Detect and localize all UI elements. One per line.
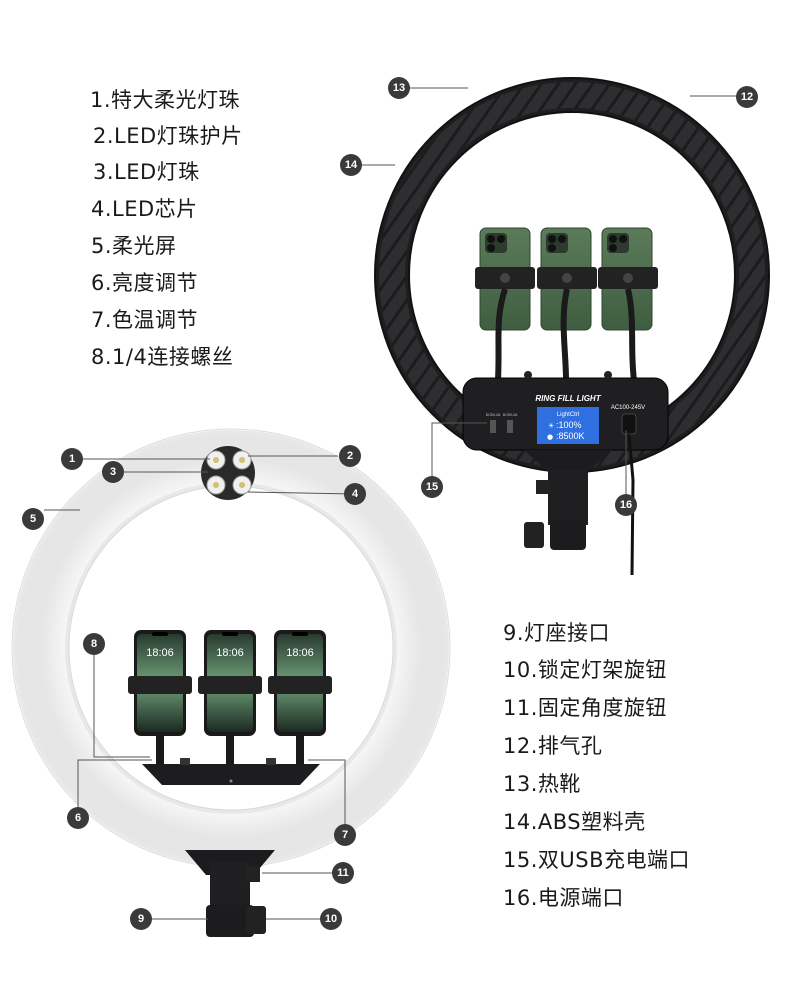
legend-item: 16.电源端口 [503,886,624,910]
brand-label: RING FILL LIGHT [535,394,601,403]
legend-item: 6.亮度调节 [91,271,199,295]
phone-time: 18:06 [146,647,174,659]
brightness-readout: :100% [556,420,582,430]
phone-white-3: 18:06 [268,630,332,736]
callout-4: 4 [344,483,366,505]
leader-lines [44,87,738,920]
legend-item: 7.色温调节 [91,308,199,332]
legend-item: 4.LED芯片 [91,197,198,221]
dark-ring-light: RING FILL LIGHT AC100-245V DC5V-2A DC5V-… [374,77,770,576]
callout-16: 16 [615,494,637,516]
legend-item: 2.LED灯珠护片 [93,124,243,148]
color-temp-readout: :8500K [556,431,585,441]
usb-port-icon [490,420,496,433]
callout-1: 1 [61,448,83,470]
callout-5: 5 [22,508,44,530]
white-ring-light: 18:06 18:06 18:06 [11,428,451,937]
usb-label-2: DC5V-2A [503,413,518,417]
usb-port-icon [507,420,513,433]
phone-white-1: 18:06 [128,630,192,736]
legend-item: 3.LED灯珠 [93,160,200,184]
screen-title: LightCtrl [557,412,579,418]
lcd-screen [537,407,599,444]
callout-14: 14 [340,154,362,176]
callout-10: 10 [320,908,342,930]
callout-12: 12 [736,86,758,108]
callout-3: 3 [102,461,124,483]
temperature-icon: ● [547,433,553,441]
callout-7: 7 [334,824,356,846]
power-port-icon [621,413,637,435]
usb-label-1: DC5V-2A [486,413,501,417]
legend-item: 14.ABS塑料壳 [503,810,646,834]
sun-icon: ☀ [548,422,554,430]
legend-item: 11.固定角度旋钮 [503,696,667,720]
phone-time: 18:06 [286,647,314,659]
legend-item: 8.1/4连接螺丝 [91,345,234,369]
callout-13: 13 [388,77,410,99]
legend-item: 13.热靴 [503,772,581,796]
legend-item: 15.双USB充电端口 [503,848,691,872]
phone-time: 18:06 [216,647,244,659]
callout-11: 11 [332,862,354,884]
legend-item: 10.锁定灯架旋钮 [503,658,667,682]
led-bead-cluster [201,446,255,500]
legend-item: 9.灯座接口 [503,621,611,645]
phone-white-2: 18:06 [198,630,262,736]
legend-item: 5.柔光屏 [91,234,177,258]
legend-item: 12.排气孔 [503,734,603,758]
callout-6: 6 [67,807,89,829]
callout-2: 2 [339,445,361,467]
legend-item: 1.特大柔光灯珠 [90,88,241,112]
callout-8: 8 [83,633,105,655]
callout-9: 9 [130,908,152,930]
voltage-label: AC100-245V [611,405,645,411]
callout-15: 15 [421,476,443,498]
